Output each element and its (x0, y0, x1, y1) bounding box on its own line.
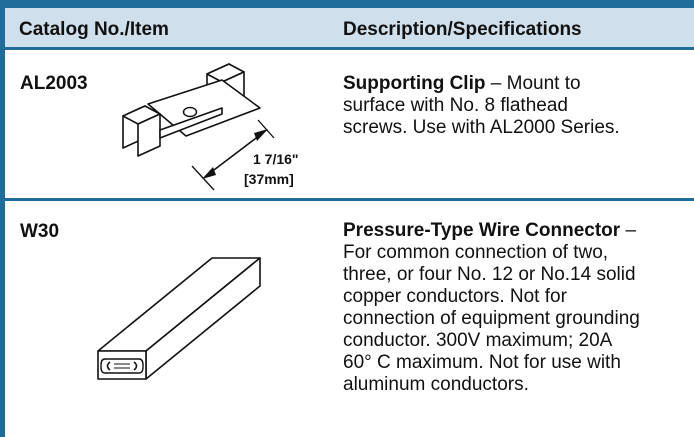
separator: – (490, 73, 502, 94)
description-line: screws. Use with AL2000 Series. (343, 117, 620, 138)
description-line: surface with No. 8 flathead (343, 95, 568, 116)
catalog-number: W30 (20, 221, 60, 242)
description-line: three, or four No. 12 or No.14 solid (343, 264, 636, 285)
separator: – (625, 220, 637, 241)
clip-dimension-inches: 1 7/16" (253, 151, 299, 167)
description-text: Mount to (506, 73, 581, 94)
row-divider (5, 198, 694, 201)
table-header: Catalog No./Item Description/Specificati… (5, 8, 694, 50)
description-line: conductor. 300V maximum; 20A (343, 330, 613, 351)
item-name: Supporting Clip (343, 73, 486, 94)
item-description: Supporting Clip – Mount to surface with … (343, 73, 693, 139)
table-row: W30 Pressure-Type Wire Connector – For c… (5, 201, 694, 437)
description-line-1: Pressure-Type Wire Connector – (343, 220, 693, 242)
catalog-column-header: Catalog No./Item (19, 19, 169, 40)
clip-dimension-mm: [37mm] (244, 171, 294, 187)
description-line: connection of equipment grounding (343, 308, 640, 329)
item-name: Pressure-Type Wire Connector (343, 220, 621, 241)
table-row: AL2003 (5, 50, 694, 198)
catalog-number: AL2003 (20, 73, 88, 94)
item-description: Pressure-Type Wire Connector – For commo… (343, 220, 693, 396)
description-column-header: Description/Specifications (343, 19, 582, 40)
description-line-1: Supporting Clip – Mount to (343, 73, 693, 95)
left-accent-border (0, 0, 5, 437)
description-line: For common connection of two, (343, 242, 609, 263)
description-line: copper conductors. Not for (343, 286, 567, 307)
supporting-clip-drawing (122, 63, 275, 191)
description-line: aluminum conductors. (343, 374, 529, 395)
wire-connector-drawing (97, 257, 261, 380)
top-accent-bar (0, 0, 694, 8)
description-line: 60° C maximum. Not for use with (343, 352, 621, 373)
